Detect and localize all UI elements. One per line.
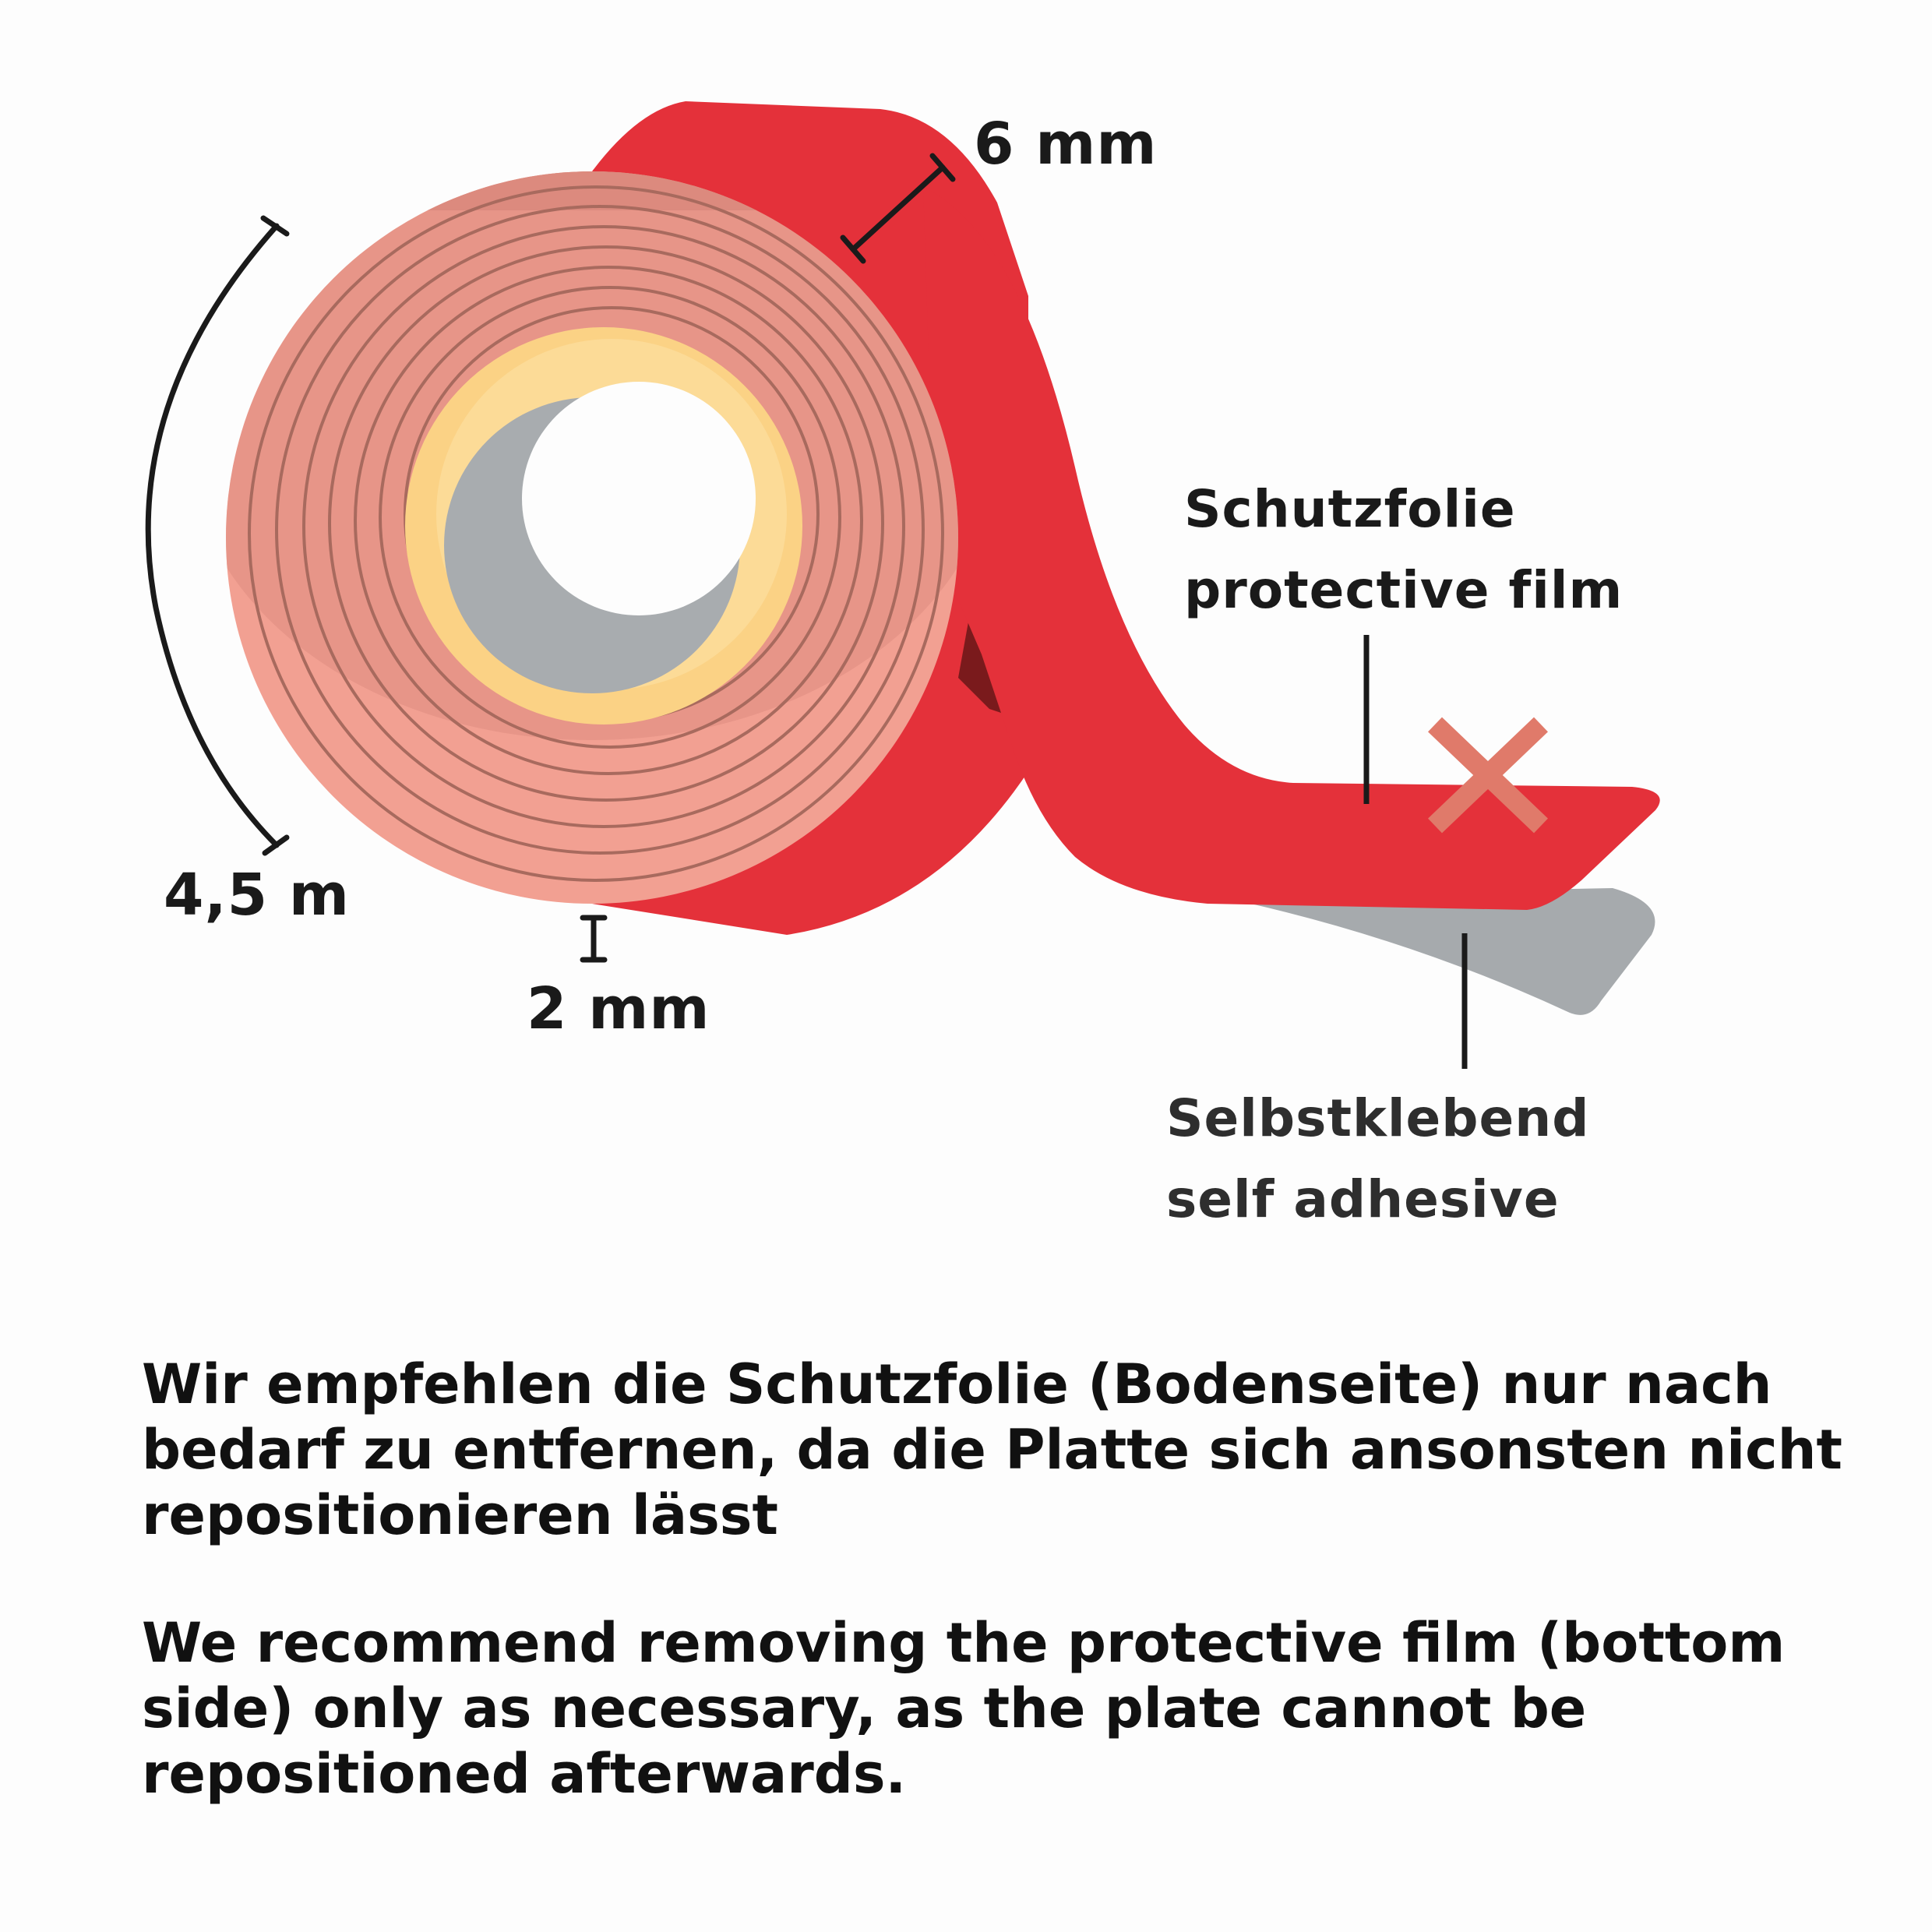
length-dimension-arc <box>145 215 290 856</box>
thickness-label: 2 mm <box>527 975 710 1042</box>
adhesive-label-de: Selbstklebend <box>1166 1088 1590 1148</box>
tape-ribbon <box>923 187 1660 910</box>
instruction-notes: Wir empfehlen die Schutzfolie (Bodenseit… <box>142 1352 1871 1869</box>
core-hole <box>522 382 756 615</box>
adhesive-liner-strip <box>1215 888 1655 1015</box>
protective-film-callout: Schutzfolie protective film <box>1184 469 1623 631</box>
adhesive-label-en: self adhesive <box>1166 1169 1560 1229</box>
tape-roll-diagram <box>145 101 1660 1069</box>
width-label: 6 mm <box>974 111 1158 178</box>
width-dimension-mark <box>840 153 956 264</box>
cross-mark-icon <box>1428 717 1548 834</box>
protective-film-label-de: Schutzfolie <box>1184 479 1516 539</box>
protective-film-label-en: protective film <box>1184 560 1624 620</box>
adhesive-callout: Selbstklebend self adhesive <box>1166 1078 1590 1240</box>
thickness-dimension-mark <box>580 915 608 963</box>
note-english: We recommend removing the protective fil… <box>142 1611 1786 1806</box>
length-label: 4,5 m <box>164 862 350 929</box>
note-german: Wir empfehlen die Schutzfolie (Bodenseit… <box>142 1352 1842 1547</box>
